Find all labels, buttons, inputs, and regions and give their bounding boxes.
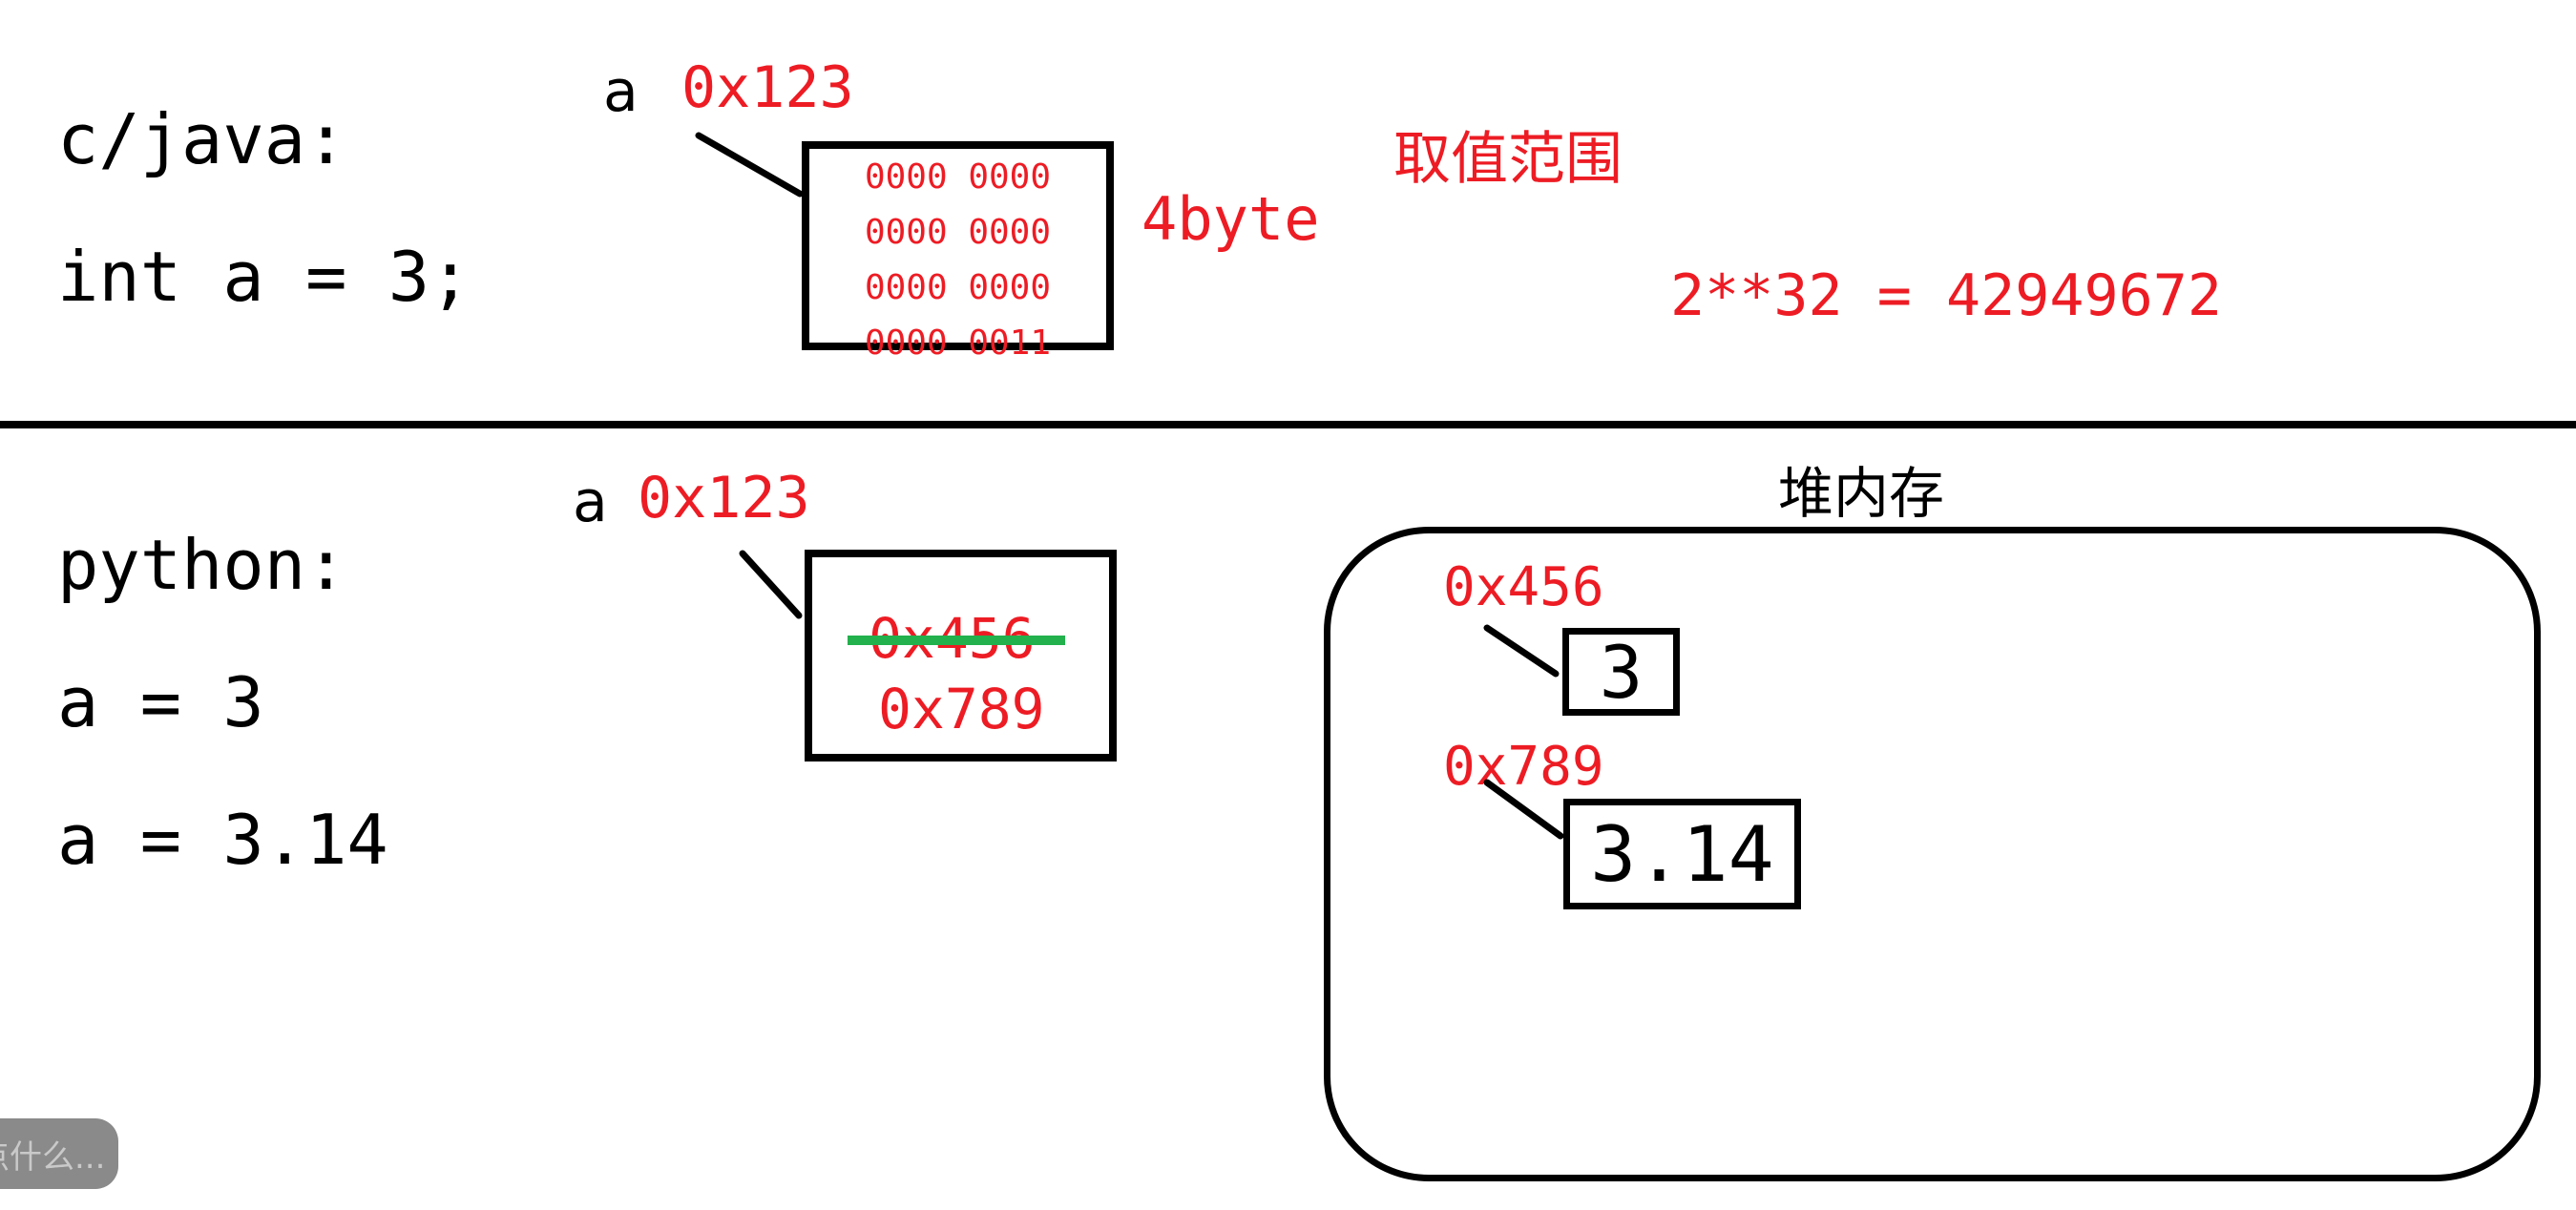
heap-address-label: 0x789 (1443, 736, 1604, 798)
heap-object-box: 3 (1562, 628, 1680, 716)
value-range-title: 取值范围 (1393, 126, 1623, 193)
message-input-pill[interactable]: 点什么... (0, 1118, 118, 1189)
heap-region (1324, 527, 2541, 1181)
cjava-stack-memory-box: 0000 0000 0000 0000 0000 0000 0000 0011 (802, 141, 1114, 363)
value-range-line: 2**32 = 42949672 (1670, 262, 2222, 329)
cjava-variable-a-label: a (603, 58, 639, 125)
binary-row: 0000 0011 (864, 323, 1052, 363)
binary-row: 0000 0000 (864, 213, 1052, 252)
python-stack-memory-box (805, 550, 1117, 761)
binary-row: 0000 0000 (864, 157, 1052, 197)
heap-address-label: 0x456 (1443, 556, 1604, 618)
binary-row: 0000 0000 (864, 268, 1052, 307)
section-divider (0, 421, 2576, 428)
pointer-arrow-line (695, 132, 804, 198)
python-code-line: a = 3.14 (57, 800, 388, 880)
pointer-arrow-line (739, 550, 803, 619)
cjava-code: int a = 3; (57, 237, 471, 317)
python-pointer-address-label: 0x123 (638, 465, 810, 532)
python-code-line: a = 3 (57, 662, 264, 742)
new-reference: 0x789 (878, 677, 1045, 741)
cjava-section-label: c/java: (57, 99, 347, 179)
heap-object-box: 3.14 (1563, 799, 1801, 909)
heap-title: 堆内存 (1777, 461, 1944, 526)
byte-size-label: 4byte (1141, 184, 1320, 254)
python-variable-a-label: a (573, 469, 608, 535)
heap-object-value: 3 (1599, 629, 1644, 715)
cjava-pointer-address-label: 0x123 (681, 54, 854, 121)
python-section-label: python: (57, 525, 347, 605)
heap-object-value: 3.14 (1590, 809, 1774, 899)
strikethrough-line (848, 636, 1065, 645)
